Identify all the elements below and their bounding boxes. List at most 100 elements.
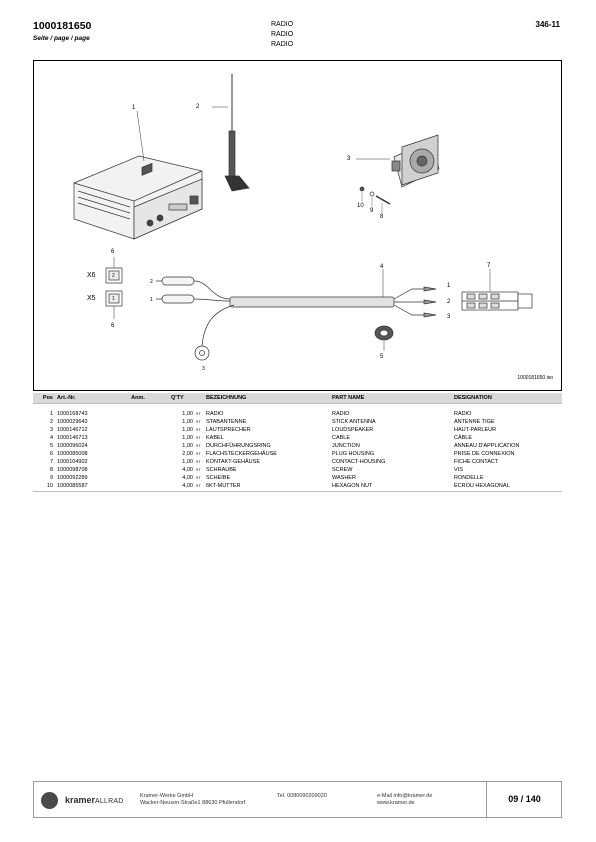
cell-anm	[107, 442, 169, 450]
cell-anm	[107, 450, 169, 458]
cell-pos: 1	[49, 410, 53, 417]
plug-housings-drawing	[105, 257, 123, 319]
cell-art-nr: 1000085008	[57, 450, 88, 457]
cell-art-nr: 1000098708	[57, 466, 88, 473]
callout-9: 9	[370, 208, 374, 214]
header-title-en: RADIO	[271, 31, 294, 38]
cell-designation: HAUT-PARLEUR	[454, 426, 497, 433]
cell-art-nr: 1000096024	[57, 442, 88, 449]
cell-part-name: HEXAGON NUT	[332, 482, 373, 489]
cable-harness-drawing	[156, 269, 437, 361]
brand-name-bold: kramer	[65, 795, 96, 805]
callout-1: 1	[132, 105, 136, 111]
cell-art-nr: 1000146713	[57, 434, 88, 441]
cell-unit: ST	[196, 435, 201, 440]
cell-art-nr: 1000085587	[57, 482, 88, 489]
cell-part-name: PLUG HOUSING	[332, 450, 375, 457]
cell-qty: 1,00	[182, 434, 193, 441]
cell-unit: ST	[196, 411, 201, 416]
table-header-row: Pos Art.-Nr. Anm. Q'TY BEZEICHNUNG PART …	[33, 393, 562, 404]
cell-bezeichnung: SCHRAUBE	[206, 466, 237, 473]
cell-designation: ANTENNE TIGE	[454, 418, 495, 425]
header-subtitle: Seite / page / page	[33, 35, 90, 42]
cell-unit: ST	[196, 483, 201, 488]
cell-part-name: STICK ANTENNA	[332, 418, 376, 425]
header-titles: RADIO RADIO RADIO	[271, 20, 293, 50]
cell-part-name: WASHER	[332, 474, 356, 481]
cell-unit: ST	[196, 443, 201, 448]
brand-name-thin: ALLRAD	[95, 798, 124, 805]
company-name: Kramer-Werke GmbH	[140, 793, 194, 799]
company-phone: Tel. 0080090209020	[277, 793, 327, 799]
cell-qty: 4,00	[182, 466, 193, 473]
plug-pin-2: 2	[112, 273, 115, 279]
drawing-reference: 1000181650.iso	[517, 375, 553, 381]
col-header-art-nr: Art.-Nr.	[55, 393, 107, 404]
cell-bezeichnung: STABANTENNE	[206, 418, 247, 425]
company-street: Wacker-Neuson-Straße1 88630 Pfullendorf	[140, 800, 246, 806]
callout-7: 7	[487, 263, 491, 269]
col-header-part-name: PART NAME	[330, 393, 452, 404]
cell-pos: 7	[49, 458, 53, 465]
cell-bezeichnung: 6KT-MUTTER	[206, 482, 241, 489]
antenna-drawing	[212, 74, 250, 192]
cell-anm	[107, 418, 169, 426]
cell-art-nr: 1000168743	[57, 410, 88, 417]
col-header-qty: Q'TY	[169, 393, 204, 404]
cell-qty: 1,00	[182, 458, 193, 465]
cell-part-name: LOUDSPEAKER	[332, 426, 374, 433]
col-header-pos: Pos	[33, 393, 55, 404]
cell-qty: 2,00	[182, 450, 193, 457]
callout-2: 2	[196, 104, 200, 110]
cell-bezeichnung: FLACHSTECKERGEHÄUSE	[206, 450, 277, 457]
col-header-bezeichnung: BEZEICHNUNG	[204, 393, 330, 404]
cell-bezeichnung: LAUTSPRECHER	[206, 426, 251, 433]
cell-bezeichnung: RADIO	[206, 410, 224, 417]
callout-6-top: 6	[111, 249, 115, 255]
header-title-fr: RADIO	[271, 41, 294, 48]
cell-art-nr: 1000146712	[57, 426, 88, 433]
cell-qty: 1,00	[182, 418, 193, 425]
cell-qty: 1,00	[182, 426, 193, 433]
page-footer: kramerALLRAD Kramer-Werke GmbH Wacker-Ne…	[33, 781, 562, 818]
cell-unit: ST	[196, 475, 201, 480]
exploded-parts-drawing: 1 2 3 4 5 6 6 7 8 9 10 1 2 3 2 1 X6 X5 2…	[33, 60, 562, 391]
screw-set-drawing	[359, 186, 391, 213]
wire-label-3: 3	[447, 314, 451, 320]
kramer-logo-icon	[41, 792, 58, 809]
cell-bezeichnung: KONTAKT-GEHÄUSE	[206, 458, 260, 465]
cell-pos: 9	[49, 474, 53, 481]
cell-qty: 4,00	[182, 474, 193, 481]
cell-designation: FICHE CONTACT	[454, 458, 499, 465]
cell-anm	[107, 458, 169, 466]
cell-unit: ST	[196, 427, 201, 432]
table-bottom-rule	[33, 491, 562, 492]
cable-end-label-1: 1	[150, 297, 153, 303]
cell-bezeichnung: KABEL	[206, 434, 224, 441]
cell-part-name: RADIO	[332, 410, 350, 417]
cell-pos: 6	[49, 450, 53, 457]
cell-anm	[107, 434, 169, 442]
cell-unit: ST	[196, 419, 201, 424]
cell-qty: 1,00	[182, 410, 193, 417]
callout-5: 5	[380, 354, 384, 360]
brand-name: kramerALLRAD	[65, 795, 123, 805]
cell-part-name: CABLE	[332, 434, 351, 441]
cell-designation: RONDELLE	[454, 474, 484, 481]
cable-end-label-3: 3	[202, 366, 205, 372]
callout-3: 3	[347, 156, 351, 162]
cell-pos: 8	[49, 466, 53, 473]
parts-table: Pos Art.-Nr. Anm. Q'TY BEZEICHNUNG PART …	[33, 393, 562, 490]
connector-x6-label: X6	[87, 272, 96, 279]
cell-art-nr: 1000092289	[57, 474, 88, 481]
cell-part-name: CONTACT-HOUSING	[332, 458, 386, 465]
cell-unit: ST	[196, 467, 201, 472]
callout-4: 4	[380, 264, 384, 270]
company-email: e-Mail info@kramer.de	[377, 793, 433, 799]
